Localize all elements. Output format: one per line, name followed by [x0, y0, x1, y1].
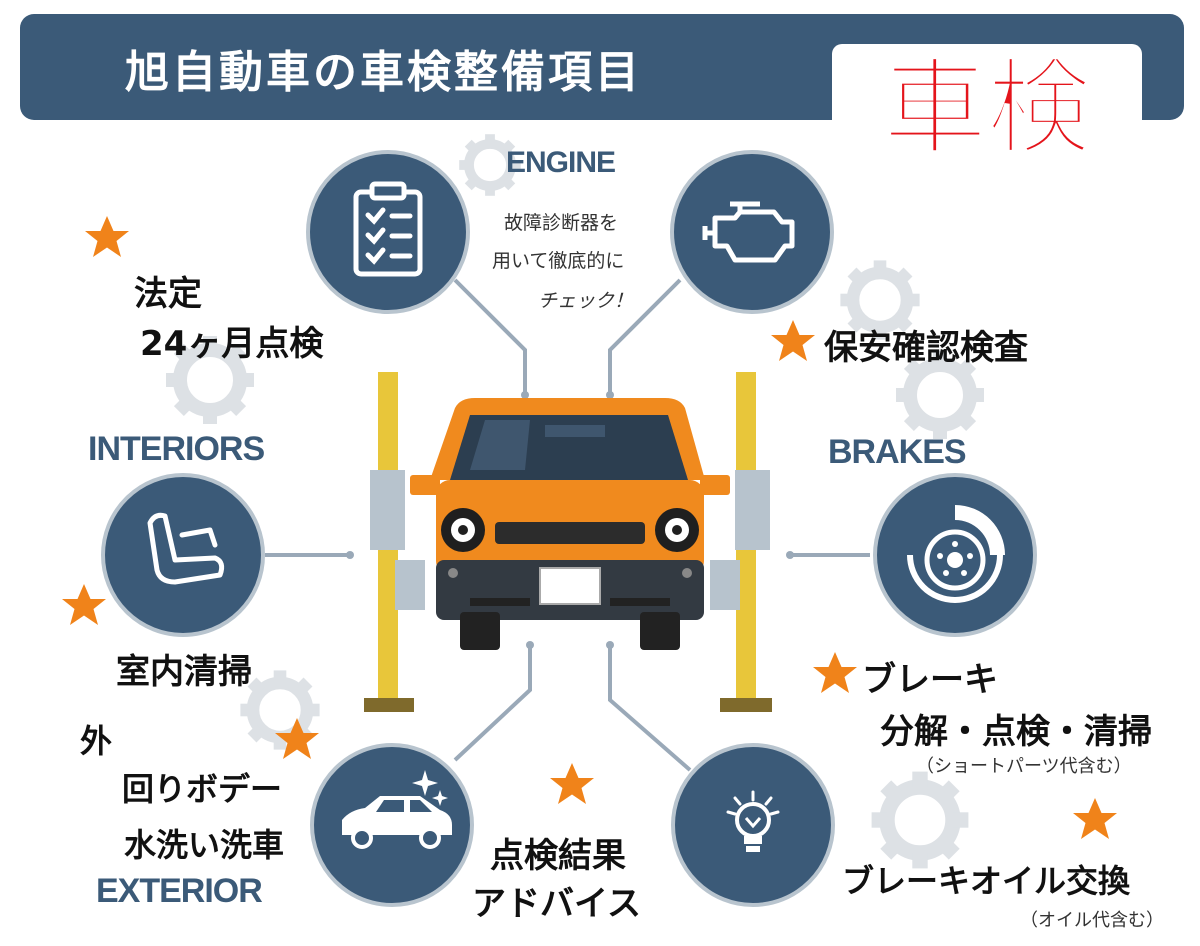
star-icon [771, 320, 815, 361]
exterior-line1: 外 [80, 722, 113, 760]
shaken-badge: 車検 [832, 44, 1142, 168]
brake-note: （ショートパーツ代含む） [916, 756, 1132, 777]
car-sparkle-icon [342, 770, 452, 849]
legal-inspection-line1: 法定 [134, 274, 202, 314]
light-bulb-icon [726, 790, 780, 852]
engine-note-line1: 故障診断器を [504, 212, 619, 234]
star-icon [550, 763, 594, 804]
brake-oil-label: ブレーキオイル交換 [842, 862, 1131, 900]
star-icon [1073, 798, 1117, 839]
safety-check-label: 保安確認検査 [824, 328, 1028, 368]
exterior-heading: EXTERIOR [96, 872, 263, 910]
engine-note-line2: 用いて徹底的に [492, 250, 625, 272]
exterior-line3: 水洗い洗車 [124, 826, 285, 864]
brake-disc-icon [907, 505, 1005, 603]
result-line1: 点検結果 [490, 836, 626, 876]
gear-icon [872, 772, 969, 869]
star-icon [813, 652, 857, 693]
star-icon [62, 584, 106, 625]
engine-icon [702, 201, 795, 263]
exterior-line2: 回りボデー [122, 770, 283, 808]
car-front-illustration [410, 398, 730, 650]
interior-cleaning-label: 室内清掃 [116, 652, 252, 692]
car-lift [364, 372, 772, 712]
brake-line2: 分解・点検・清掃 [880, 712, 1152, 752]
clipboard-icon [353, 181, 423, 277]
engine-note-line3: チェック！ [538, 290, 634, 312]
engine-heading: ENGINE [506, 146, 616, 179]
car-seat-icon [147, 512, 225, 585]
brake-oil-note: （オイル代含む） [1020, 910, 1164, 931]
page-title: 旭自動車の車検整備項目 [125, 47, 642, 98]
interiors-heading: INTERIORS [88, 430, 265, 468]
badge-text: 車検 [883, 47, 1092, 168]
star-icon [85, 216, 129, 257]
result-line2: アドバイス [472, 884, 641, 924]
brake-line1: ブレーキ [862, 660, 998, 700]
brakes-heading: BRAKES [828, 433, 967, 471]
legal-inspection-line2: 24ヶ月点検 [140, 324, 324, 364]
